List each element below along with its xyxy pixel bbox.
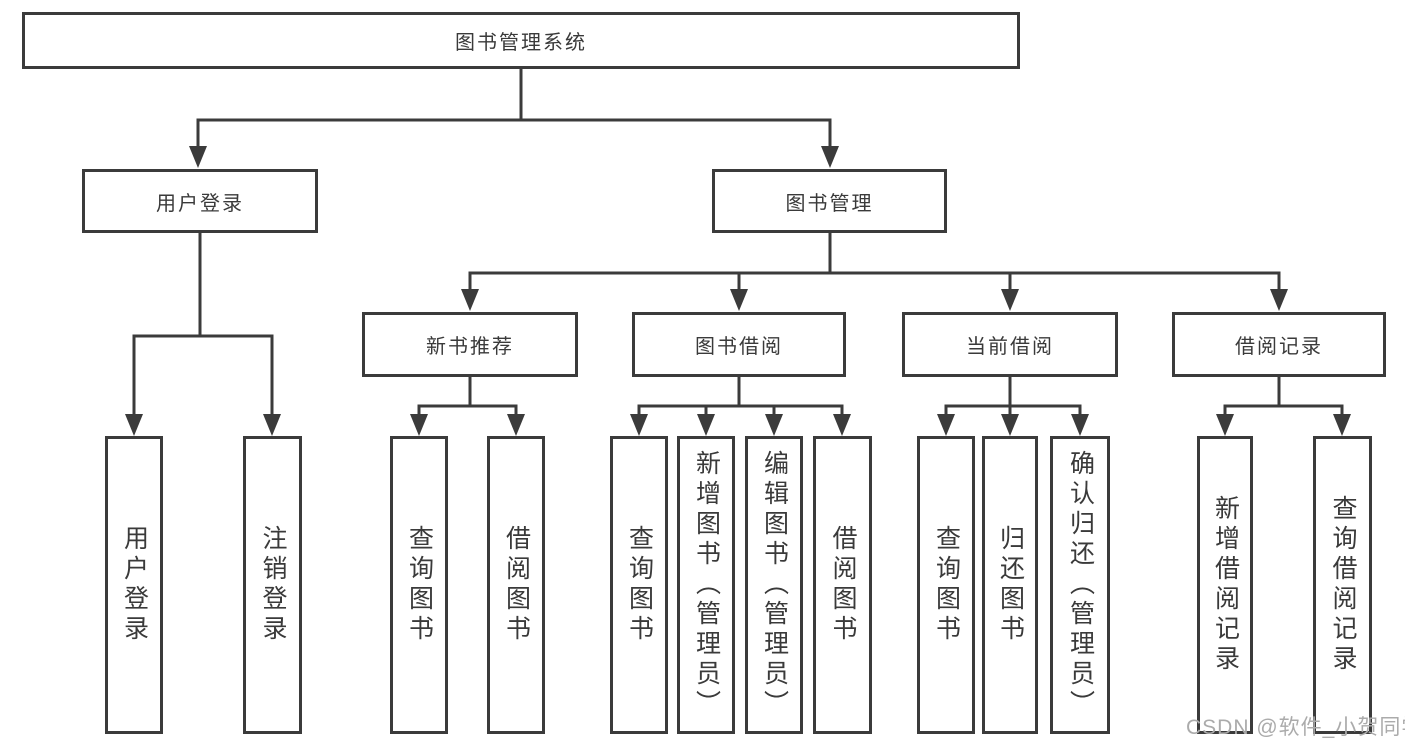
leaf-label: 查询图书 (625, 525, 654, 645)
watermark: CSDN @软件_小贺同学 (1186, 716, 1405, 739)
node-label: 当前借阅 (966, 336, 1054, 358)
node-label: 用户登录 (156, 192, 244, 215)
connector-arrow-shafts (132, 120, 1344, 418)
leaf-label: 编辑图书（管理员） (760, 450, 789, 720)
leaf-add-book-admin: 新增图书（管理员） (677, 436, 735, 734)
node-book-management: 图书管理 (712, 169, 947, 233)
node-label: 新书推荐 (426, 336, 514, 358)
leaf-user-login: 用户登录 (105, 436, 163, 734)
node-label: 图书管理系统 (455, 32, 587, 54)
leaf-query-books-recommend: 查询图书 (390, 436, 448, 734)
leaf-label: 查询图书 (405, 525, 434, 645)
leaf-borrow-books-recommend: 借阅图书 (487, 436, 545, 734)
leaf-query-books-current: 查询图书 (917, 436, 975, 734)
node-new-book-recommendation: 新书推荐 (362, 312, 578, 377)
leaf-label: 新增借阅记录 (1211, 495, 1240, 675)
leaf-label: 确认归还（管理员） (1066, 450, 1095, 720)
connector-trunks (132, 67, 1344, 408)
leaf-edit-book-admin: 编辑图书（管理员） (745, 436, 803, 734)
node-book-borrowing: 图书借阅 (632, 312, 846, 377)
leaf-query-borrow-record: 查询借阅记录 (1313, 436, 1372, 734)
leaf-borrow-books-borrowing: 借阅图书 (813, 436, 872, 734)
leaf-label: 查询借阅记录 (1329, 495, 1357, 675)
leaf-label: 用户登录 (120, 525, 149, 645)
leaf-label: 查询图书 (932, 525, 961, 645)
leaf-label: 归还图书 (996, 525, 1025, 645)
leaf-label: 借阅图书 (829, 525, 857, 645)
node-label: 借阅记录 (1235, 336, 1323, 358)
leaf-label: 注销登录 (259, 525, 287, 645)
leaf-confirm-return-admin: 确认归还（管理员） (1050, 436, 1110, 734)
leaf-return-books: 归还图书 (982, 436, 1038, 734)
node-current-borrowing: 当前借阅 (902, 312, 1118, 377)
node-label: 图书管理 (785, 192, 874, 215)
node-user-login: 用户登录 (82, 169, 318, 233)
leaf-add-borrow-record: 新增借阅记录 (1197, 436, 1253, 734)
leaf-label: 借阅图书 (502, 525, 531, 645)
leaf-query-books-borrowing: 查询图书 (610, 436, 668, 734)
node-label: 图书借阅 (695, 336, 783, 358)
node-borrowing-records: 借阅记录 (1172, 312, 1386, 377)
node-library-management-system: 图书管理系统 (22, 12, 1020, 69)
leaf-logout: 注销登录 (243, 436, 302, 734)
leaf-label: 新增图书（管理员） (692, 450, 721, 720)
